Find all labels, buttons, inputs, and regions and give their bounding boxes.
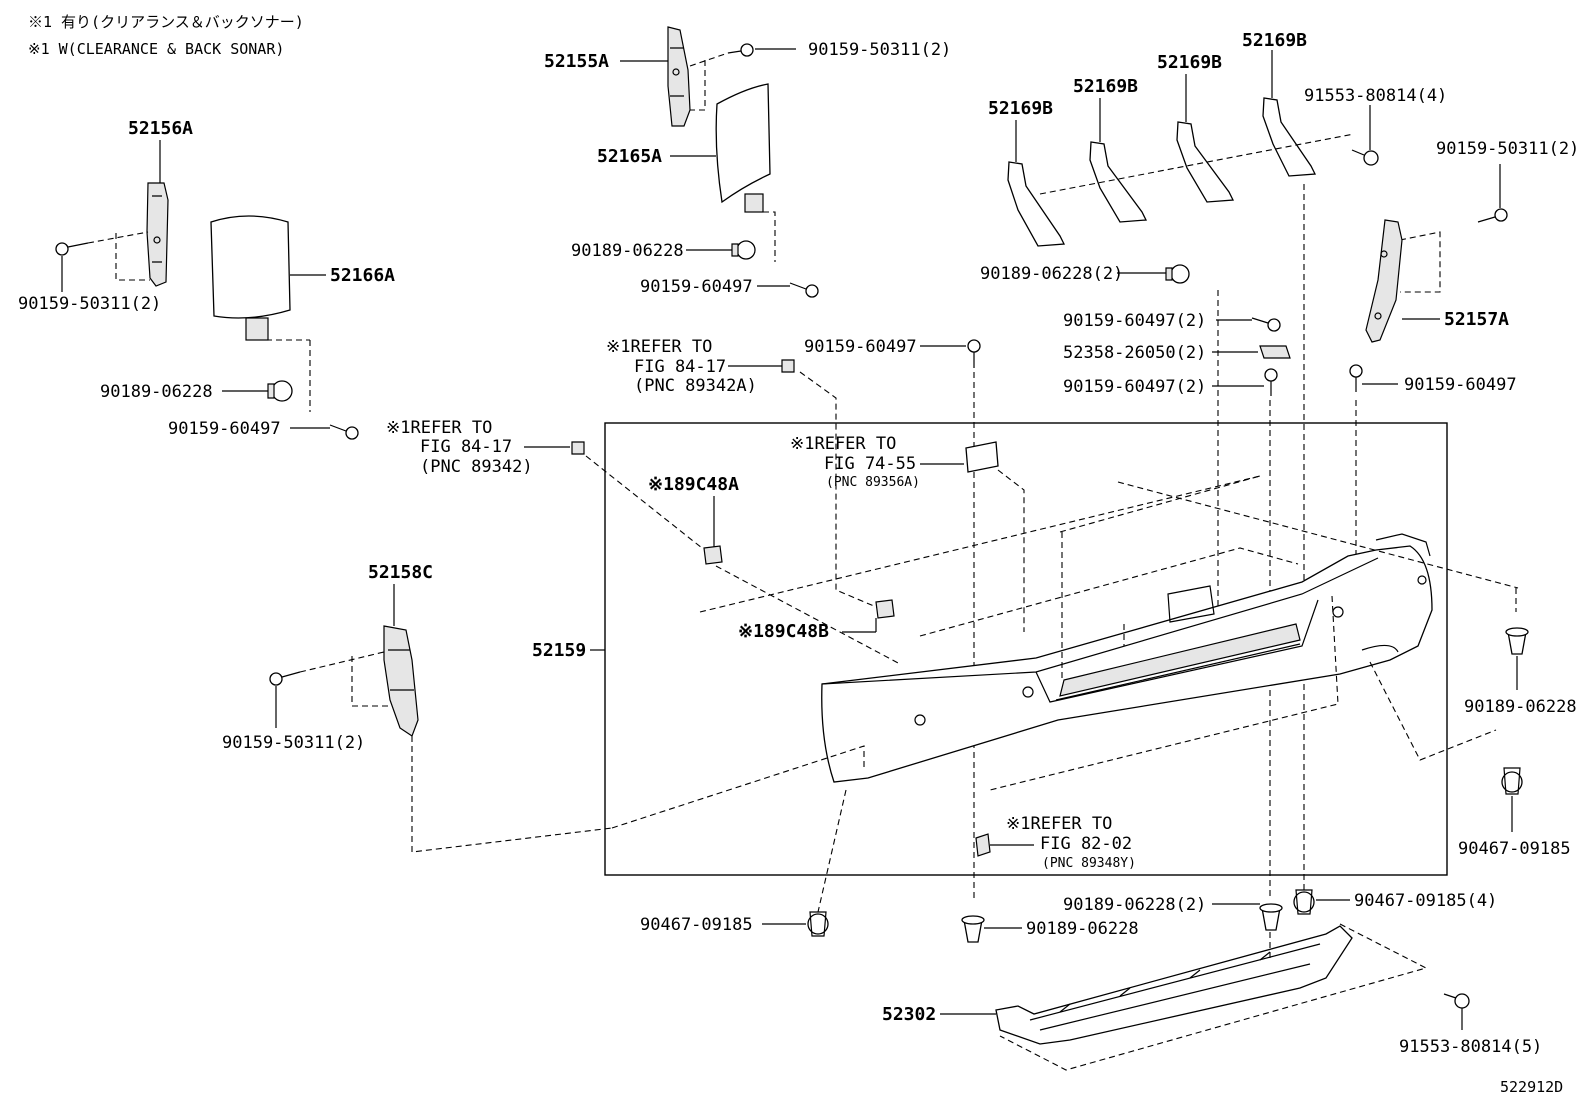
callout-52302: 52302 [882,1004,936,1025]
callout-52157A: 52157A [1444,309,1509,330]
note-en: ※1 W(CLEARANCE & BACK SONAR) [28,40,284,58]
cover-52165A [715,83,771,213]
diagram-id: 522912D [1500,1078,1563,1096]
callout-90467-09185-4: 90467-09185(4) [1354,891,1497,911]
callout-90159-50311-top: 90159-50311(2) [808,40,951,60]
svg-text:FIG 84-17: FIG 84-17 [634,357,726,377]
bolt-90159-60497-2a [1251,317,1281,332]
bolt-90159-50311-left [55,242,89,256]
callout-90467-09185-low: 90467-09185 [640,915,753,935]
sensor-retainer-89C48A [703,545,723,565]
label-plate [965,441,999,473]
svg-text:※1REFER TO: ※1REFER TO [606,337,712,357]
svg-text:FIG 84-17: FIG 84-17 [420,437,512,457]
ref-note-fig-84-17: ※1REFER TO FIG 84-17 (PNC 89342) [386,418,533,477]
sensor-connector-a [781,359,795,373]
callout-90189-06228-2-mid: 90189-06228(2) [980,264,1123,284]
clip-90189-06228-mid [1165,264,1190,284]
callout-89C48B: ※189C48B [738,621,829,642]
bumper-assembly-frame [604,422,1448,876]
callout-90159-50311-left: 90159-50311(2) [18,294,161,314]
clip-90189-06228-right [1505,627,1529,655]
callout-90189-06228-bottom: 90189-06228 [1026,919,1139,939]
sensor-retainer-89C48B [875,599,895,619]
svg-text:FIG 82-02: FIG 82-02 [1040,834,1132,854]
callout-90189-06228-right: 90189-06228 [1464,697,1577,717]
callout-52169B-3: 52169B [1157,52,1222,73]
clip-90189-06228-bottom [961,915,985,943]
callout-52165A: 52165A [597,146,662,167]
callout-90159-60497-2a: 90159-60497(2) [1063,311,1206,331]
bracket-52156A [146,182,169,287]
callout-90159-50311-low: 90159-50311(2) [222,733,365,753]
callout-90159-60497-left: 90159-60497 [168,419,281,439]
callout-91553-80814-5: 91553-80814(5) [1399,1037,1542,1057]
callout-90159-60497-2b: 90159-60497(2) [1063,377,1206,397]
svg-text:※1REFER TO: ※1REFER TO [790,434,896,454]
note-jp: ※1 有り(クリアランス＆バックソナー) [28,13,304,31]
svg-text:(PNC 89342): (PNC 89342) [420,457,533,477]
callout-91553-80814-4: 91553-80814(4) [1304,86,1447,106]
cover-52166A [210,215,291,341]
callout-90189-06228-left: 90189-06228 [100,382,213,402]
clip-90467-09185-right [1501,767,1523,795]
clip-90189-06228-2-low [1259,903,1283,931]
bolt-90159-50311-low [269,671,301,686]
svg-text:(PNC 89342A): (PNC 89342A) [634,376,757,396]
bolt-90159-60497-left [329,424,359,440]
callout-89C48A: ※189C48A [648,474,739,495]
callout-90467-09185-right: 90467-09185 [1458,839,1571,859]
clip-90189-06228-left [267,380,293,402]
callout-90189-06228-top: 90189-06228 [571,241,684,261]
callout-52155A: 52155A [544,51,609,72]
callout-52156A: 52156A [128,118,193,139]
step-pad-52302 [995,925,1353,1045]
bolt-91553-80814-top [1351,149,1379,166]
nut-52358-26050 [1259,345,1291,359]
rear-bumper-52159 [821,533,1433,783]
callout-90159-60497-top: 90159-60497 [640,277,753,297]
svg-text:FIG 74-55: FIG 74-55 [824,454,916,474]
bracket-52169B-1 [1007,161,1066,247]
sensor-connector-b [571,441,585,455]
callout-52158C: 52158C [368,562,433,583]
bolt-90159-60497-2b [1264,368,1278,396]
callout-52169B-2: 52169B [1073,76,1138,97]
svg-text:(PNC 89348Y): (PNC 89348Y) [1042,856,1136,871]
clip-90467-09185-4 [1293,889,1315,915]
bracket-52158C [383,625,419,737]
bolt-90159-50311-top [727,43,754,57]
callout-90189-06228-2-low: 90189-06228(2) [1063,895,1206,915]
callout-90159-60497-center: 90159-60497 [804,337,917,357]
bolt-91553-80814-low [1443,993,1470,1009]
callout-52166A: 52166A [330,265,395,286]
callout-90159-60497-right: 90159-60497 [1404,375,1517,395]
ref-note-fig-82-02: ※1REFER TO FIG 82-02 (PNC 89348Y) [1006,814,1136,871]
callout-52169B-1: 52169B [988,98,1053,119]
callout-90159-50311-right: 90159-50311(2) [1436,139,1579,159]
svg-text:(PNC 89356A): (PNC 89356A) [826,475,920,490]
bolt-90159-60497-right [1349,364,1363,392]
ref-note-fig-84-17a: ※1REFER TO FIG 84-17 (PNC 89342A) [606,337,757,396]
svg-text:※1REFER TO: ※1REFER TO [386,418,492,438]
bolt-90159-60497-top [789,282,819,298]
bracket-52157A [1365,219,1403,343]
ref-note-fig-74-55: ※1REFER TO FIG 74-55 (PNC 89356A) [790,434,920,490]
bracket-52169B-2 [1089,141,1148,223]
clip-90189-06228-top [731,240,756,260]
callout-52159: 52159 [532,640,586,661]
callout-52169B-4: 52169B [1242,30,1307,51]
sensor-connector-c [975,833,991,857]
bracket-52169B-3 [1176,121,1235,203]
bolt-90159-60497-center [967,339,981,368]
bolt-90159-50311-right [1477,208,1508,223]
bracket-52155A [667,26,691,127]
clip-90467-09185-low [807,911,829,937]
bracket-52169B-4 [1262,97,1317,177]
svg-text:※1REFER TO: ※1REFER TO [1006,814,1112,834]
callout-52358-26050-2: 52358-26050(2) [1063,343,1206,363]
